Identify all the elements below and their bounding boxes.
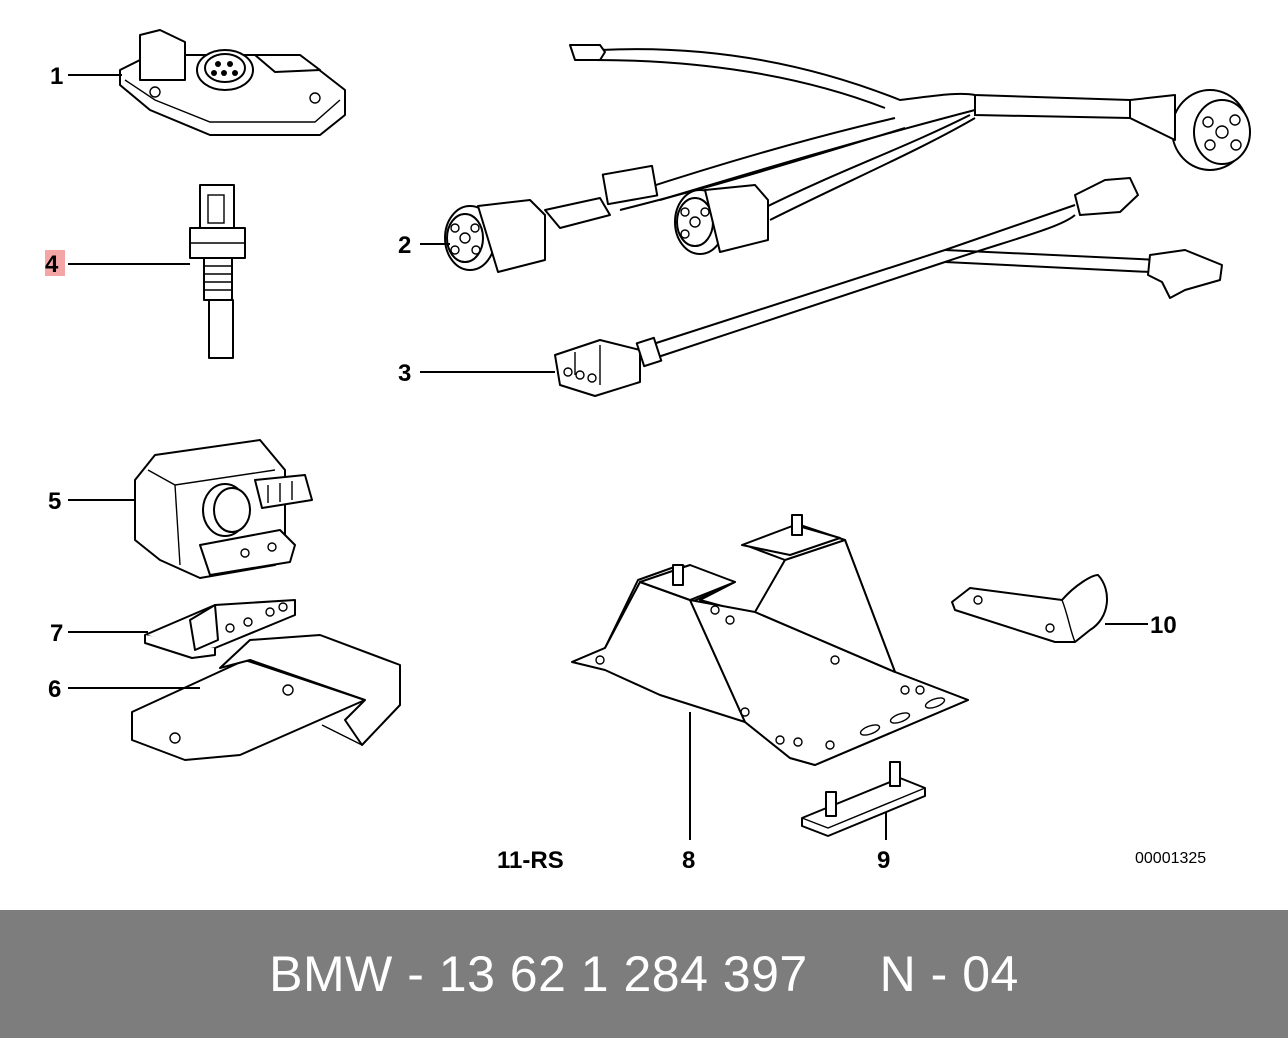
part-number-text: BMW - 13 62 1 284 397 N - 04 [269,946,1019,1002]
part-2-wiring-harness[interactable] [444,44,1251,273]
part-7-small-bracket[interactable] [144,599,296,659]
callout-4-highlight [45,250,65,276]
callout-8: 8 [682,847,695,874]
callout-5: 5 [48,488,61,515]
callout-11-rs: 11-RS [497,847,564,874]
callout-6: 6 [48,676,61,703]
part-1-control-unit[interactable] [119,29,346,136]
part-5-relay-module[interactable] [134,439,313,579]
part-8-mounting-bracket[interactable] [571,514,969,766]
callout-10: 10 [1150,612,1177,639]
part-number-footer: BMW - 13 62 1 284 397 N - 04 [0,910,1288,1038]
callout-1: 1 [50,63,63,90]
part-3-sensor-harness[interactable] [554,177,1223,397]
part-6-bracket-plate[interactable] [131,634,401,761]
part-10-clamp[interactable] [951,574,1109,643]
part-4-temperature-sensor[interactable] [189,184,246,359]
part-9-stud-plate[interactable] [801,761,926,837]
image-code: 00001325 [1135,850,1206,867]
callout-3: 3 [398,360,411,387]
callout-9: 9 [877,847,890,874]
callout-4: 4 [45,251,59,278]
callout-7: 7 [50,620,63,647]
parts-diagram: 1 4 5 7 6 [45,29,1251,874]
callout-2: 2 [398,232,411,259]
